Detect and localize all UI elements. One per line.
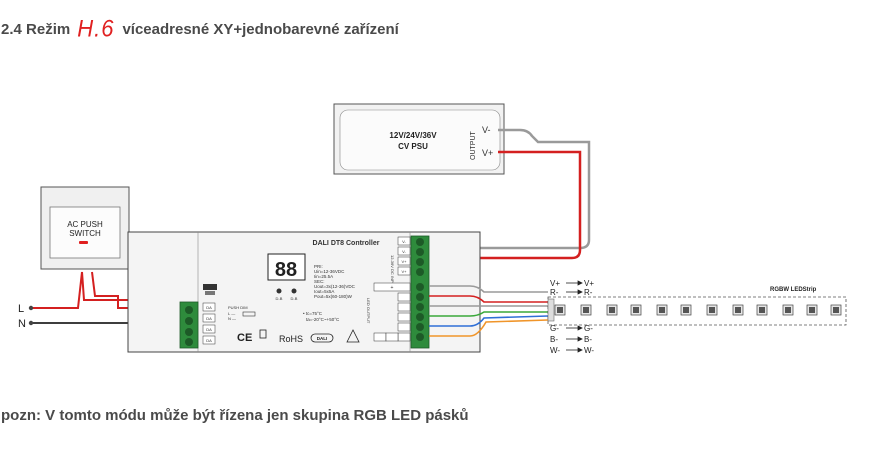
push-row-n: N — bbox=[228, 316, 236, 321]
strip-left-r: R- bbox=[550, 288, 559, 297]
led-chip-core bbox=[809, 307, 815, 313]
strip-arrows bbox=[566, 280, 583, 353]
strip-right-r: R- bbox=[584, 288, 593, 297]
ac-push-switch: AC PUSH SWITCH bbox=[40, 186, 130, 270]
button-right bbox=[291, 288, 297, 294]
led-chip-core bbox=[683, 307, 689, 313]
temp-1: ta=-20°C~+50°C bbox=[306, 317, 340, 322]
led-chip-core bbox=[735, 307, 741, 313]
button-right-label: D-B bbox=[291, 296, 298, 301]
ce-mark: CE bbox=[237, 332, 252, 344]
warning-icon bbox=[346, 329, 360, 343]
footnote: pozn: V tomto módu může být řízena jen s… bbox=[1, 407, 469, 424]
input-vertical-label: 12-36V DC INPUT bbox=[390, 255, 395, 288]
left-terminal-1: DA bbox=[206, 316, 212, 321]
left-terminal-2: DA bbox=[206, 327, 212, 332]
spec-4: Uout=3x(12-36)VDC bbox=[314, 284, 356, 289]
psu-output-label: OUTPUT bbox=[470, 131, 477, 161]
button-left bbox=[276, 288, 282, 294]
wire-psu-vplus bbox=[429, 150, 582, 264]
led-chip-core bbox=[833, 307, 839, 313]
rgbw-led-strip: RGBW LEDStrip bbox=[547, 287, 847, 326]
dali-controller: DALI DT8 Controller 88 D-B D-B PRI: Uin=… bbox=[127, 231, 481, 353]
psu-label-2: CV PSU bbox=[398, 142, 428, 151]
input-terminal-0: V- bbox=[402, 239, 406, 244]
strip-left-w: W- bbox=[550, 346, 560, 355]
controller-title: DALI DT8 Controller bbox=[313, 240, 380, 247]
psu-label-1: 12V/24V/36V bbox=[389, 131, 437, 140]
switch-indicator bbox=[79, 241, 88, 244]
input-terminal-3: V+ bbox=[401, 269, 407, 274]
section-heading: 2.4 Režim H.6 víceadresné XY+jednobarevn… bbox=[1, 14, 399, 44]
input-terminal-2: V+ bbox=[401, 259, 407, 264]
strip-right-g: G- bbox=[584, 324, 593, 333]
mode-code-display: H.6 bbox=[77, 14, 115, 43]
led-chip-core bbox=[659, 307, 665, 313]
mains-l-label: L bbox=[18, 303, 24, 315]
spec-3: SEC: bbox=[314, 279, 325, 284]
wire-out-b bbox=[429, 315, 549, 327]
led-chip-core bbox=[609, 307, 615, 313]
dip-icon bbox=[203, 284, 217, 290]
strip-right-vplus: V+ bbox=[584, 279, 594, 288]
led-chip-core bbox=[785, 307, 791, 313]
strip-title: RGBW LEDStrip bbox=[770, 287, 817, 293]
output-vertical-label: LED OUTPUT bbox=[366, 298, 371, 324]
output-terminal-plus: + bbox=[391, 285, 394, 291]
strip-left-b: B- bbox=[550, 335, 558, 344]
wire-psu-vminus bbox=[428, 128, 591, 250]
push-row-l: L — bbox=[228, 311, 235, 316]
dali-logo bbox=[310, 333, 334, 343]
bin-icon bbox=[259, 329, 267, 339]
spec-5: Iout=5x5A bbox=[314, 289, 334, 294]
spec-1: Uin=12-36VDC bbox=[314, 269, 345, 274]
psu-vplus-label: V+ bbox=[482, 148, 493, 158]
wire-out-g bbox=[429, 311, 548, 317]
led-chip-core bbox=[557, 307, 563, 313]
wire-out-w bbox=[429, 319, 549, 337]
led-chips bbox=[554, 304, 842, 316]
switch-label-2: SWITCH bbox=[69, 229, 101, 238]
svg-text:DALI: DALI bbox=[317, 336, 328, 341]
strip-right-b: B- bbox=[584, 335, 592, 344]
section-title: víceadresné XY+jednobarevné zařízení bbox=[122, 20, 399, 38]
spec-0: PRI: bbox=[314, 264, 323, 269]
strip-left-vplus: V+ bbox=[550, 279, 560, 288]
led-chip-core bbox=[633, 307, 639, 313]
left-terminal-0: DA bbox=[206, 305, 212, 310]
strip-left-g: G- bbox=[550, 324, 559, 333]
button-left-label: D-B bbox=[276, 296, 283, 301]
wire-out-r bbox=[429, 295, 548, 303]
right-terminal-block bbox=[410, 235, 430, 349]
push-label: PUSH DIM bbox=[228, 305, 248, 310]
left-terminal-3: DA bbox=[206, 338, 212, 343]
temp-0: • tc=75°C bbox=[303, 311, 323, 316]
led-chip-core bbox=[759, 307, 765, 313]
section-number: 2.4 Režim bbox=[1, 20, 71, 38]
led-chip-core bbox=[583, 307, 589, 313]
input-terminal-1: V- bbox=[402, 249, 406, 254]
switch-label-1: AC PUSH bbox=[67, 220, 103, 229]
controller-display: 88 bbox=[275, 259, 297, 281]
led-chip-core bbox=[709, 307, 715, 313]
mains-n-label: N bbox=[18, 318, 26, 330]
psu-unit: 12V/24V/36V CV PSU OUTPUT V- V+ bbox=[333, 103, 505, 175]
rohs-mark: RoHS bbox=[279, 334, 303, 344]
strip-right-w: W- bbox=[584, 346, 594, 355]
spec-2: Iin=25.5A bbox=[314, 274, 333, 279]
psu-vminus-label: V- bbox=[482, 125, 491, 135]
spec-6: Pout=5x(60-180)W bbox=[314, 294, 353, 299]
wire-out-vplus bbox=[429, 285, 548, 293]
